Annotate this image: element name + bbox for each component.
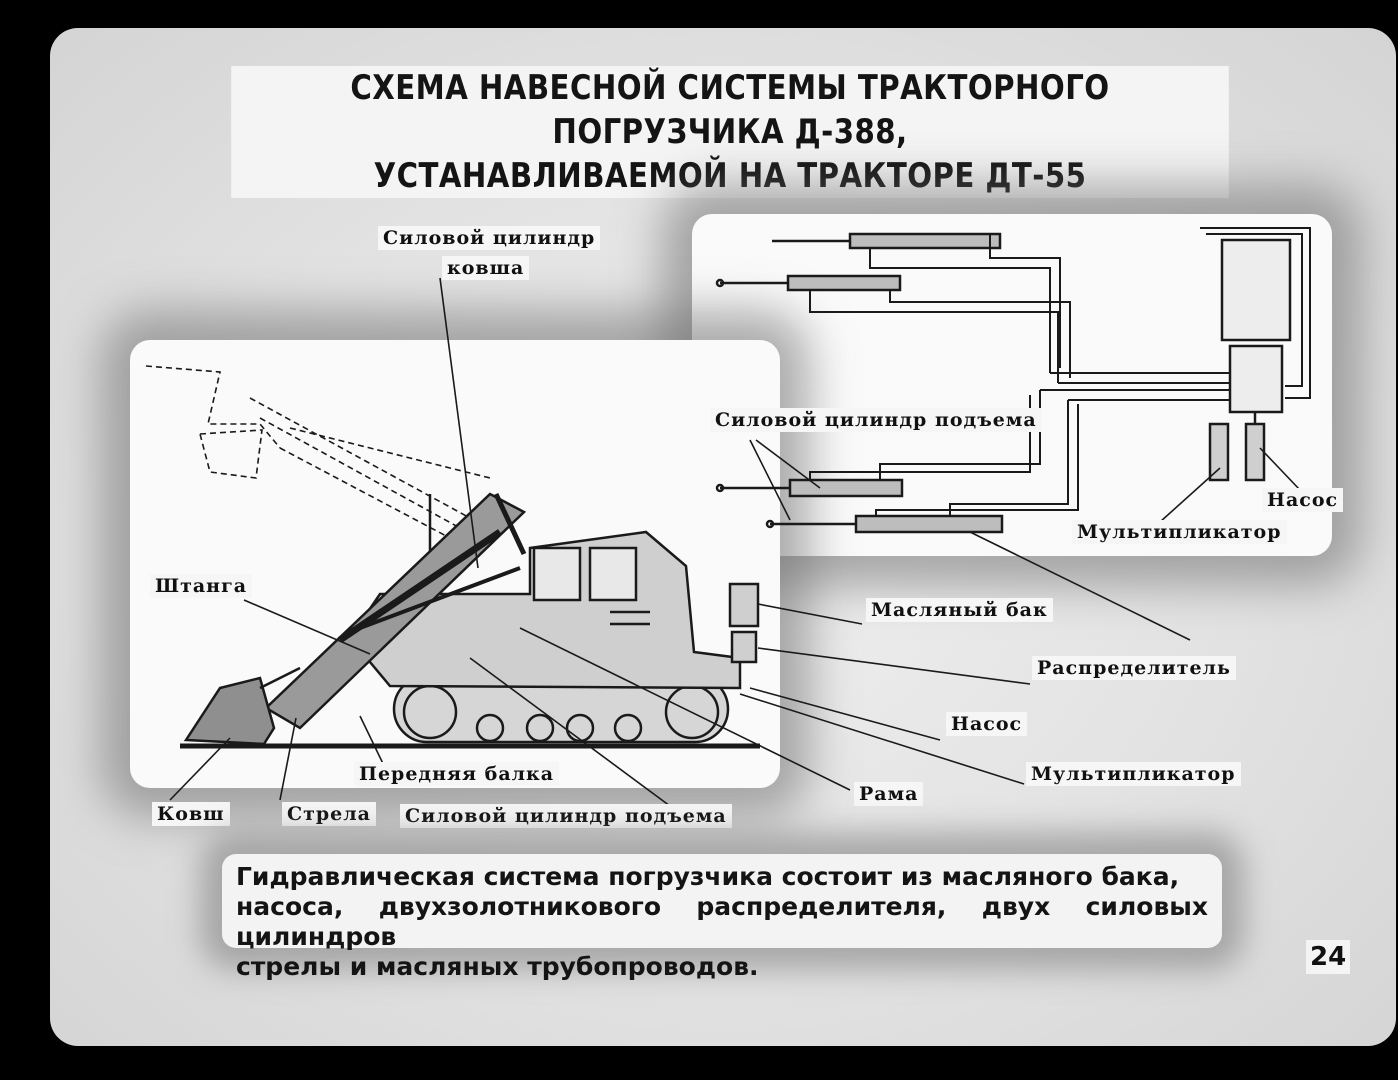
schema-leader-lines <box>749 439 1301 641</box>
label-bucket-cylinder-1: Силовой цилиндр <box>378 226 601 250</box>
label-bucket-cylinder-2: ковша <box>442 256 530 280</box>
tracks <box>392 674 730 744</box>
label-schema-multiplier: Мультипликатор <box>1072 520 1287 544</box>
label-front-beam: Передняя балка <box>354 762 560 786</box>
slide-title: СХЕМА НАВЕСНОЙ СИСТЕМЫ ТРАКТОРНОГО ПОГРУ… <box>231 66 1229 198</box>
title-line-2: УСТАНАВЛИВАЕМОЙ НА ТРАКТОРЕ ДТ-55 <box>373 156 1087 196</box>
label-oil-tank: Масляный бак <box>866 598 1053 622</box>
note-line-2: насоса, двухзолотникового распределителя… <box>236 892 1208 951</box>
label-rod: Штанга <box>150 574 253 598</box>
label-schema-lift-cylinder: Силовой цилиндр подъема <box>710 408 1042 432</box>
label-multiplier: Мультипликатор <box>1026 762 1241 786</box>
label-boom: Стрела <box>282 802 376 826</box>
label-distributor: Распределитель <box>1032 656 1236 680</box>
note-line-3: стрелы и масляных трубопроводов. <box>236 952 759 981</box>
description-note: Гидравлическая система погрузчика состои… <box>222 854 1222 981</box>
raised-bucket-outline <box>145 365 491 539</box>
schema-pipes <box>809 227 1311 516</box>
label-frame: Рама <box>854 782 924 806</box>
note-line-1: Гидравлическая система погрузчика состои… <box>236 862 1180 891</box>
label-schema-pump: Насос <box>1262 488 1344 512</box>
schema-cylinders <box>715 232 1004 534</box>
label-lift-cylinder-bottom: Силовой цилиндр подъема <box>400 804 732 828</box>
tractor-body <box>348 494 760 690</box>
title-line-1: СХЕМА НАВЕСНОЙ СИСТЕМЫ ТРАКТОРНОГО ПОГРУ… <box>350 68 1110 152</box>
label-bucket: Ковш <box>152 802 230 826</box>
loader-bucket <box>183 666 301 746</box>
diagram-drawing <box>145 227 1311 807</box>
page-number: 24 <box>1306 940 1351 974</box>
label-pump: Насос <box>946 712 1028 736</box>
schema-tank-distributor <box>1208 238 1292 482</box>
loader-boom <box>263 492 527 730</box>
slide: СХЕМА НАВЕСНОЙ СИСТЕМЫ ТРАКТОРНОГО ПОГРУ… <box>50 28 1396 1046</box>
